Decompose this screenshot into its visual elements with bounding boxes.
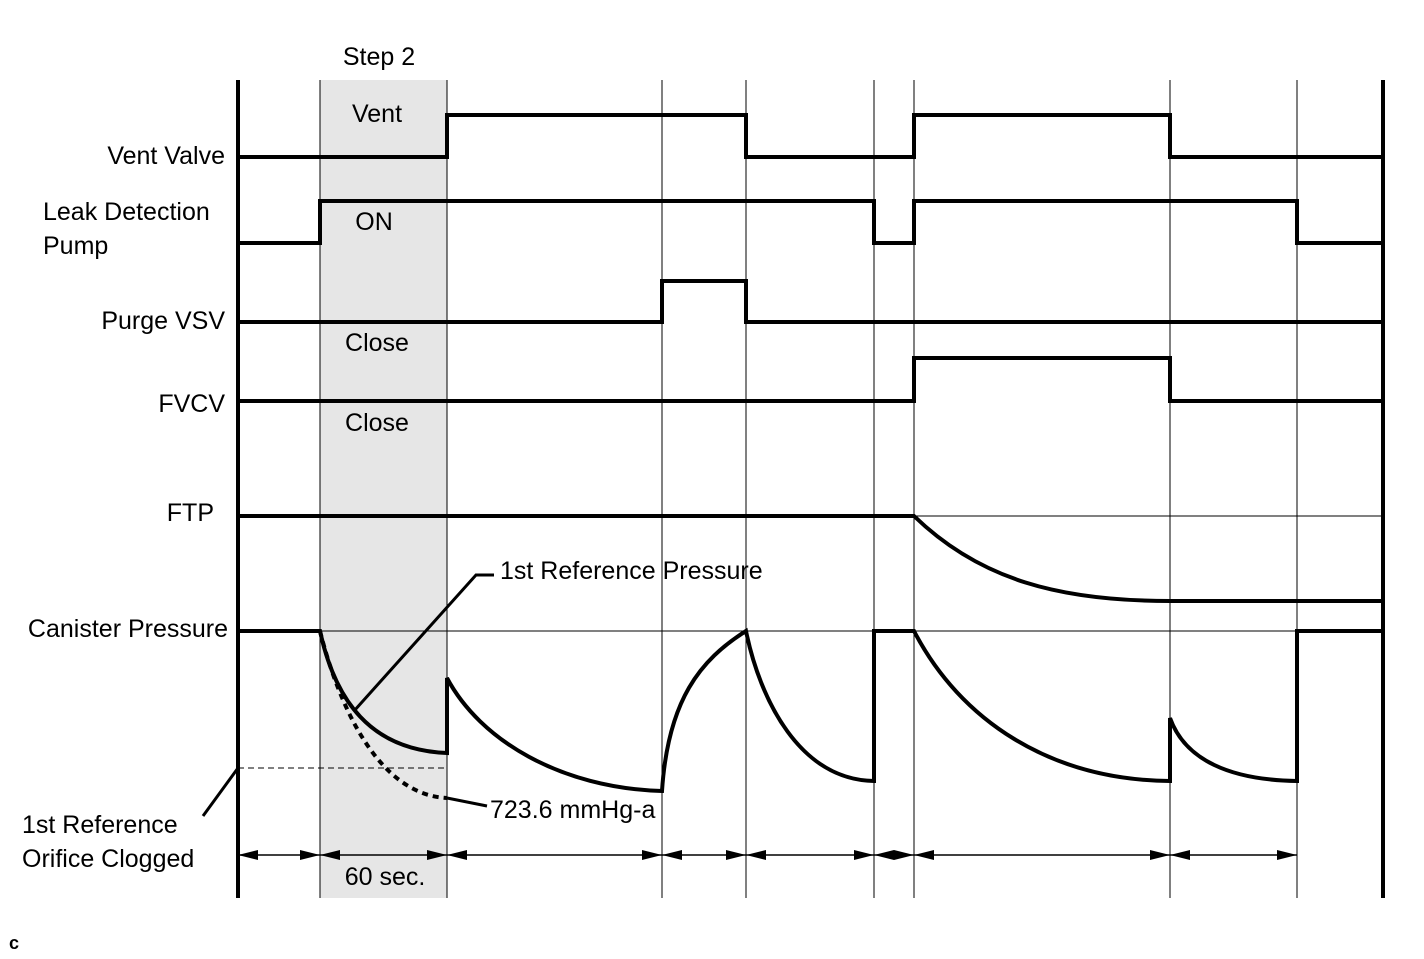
pressure-value-leader xyxy=(446,796,488,808)
leak-detection-pump-label-line1: Leak Detection xyxy=(43,198,210,226)
leak-detection-pump-label-line2: Pump xyxy=(43,232,108,260)
duration-label: 60 sec. xyxy=(345,863,426,891)
corner-mark: c xyxy=(9,933,19,953)
fvcv-trace xyxy=(238,356,1383,403)
ftp-trace xyxy=(238,514,1383,603)
orifice-clogged-label-line2: Orifice Clogged xyxy=(22,845,194,873)
ftp-label: FTP xyxy=(167,499,214,527)
orifice-clogged-label-line1: 1st Reference xyxy=(22,811,178,839)
step2-shaded-region xyxy=(320,80,447,898)
canister-pressure-trace xyxy=(238,627,1383,794)
reference-pressure-callout: 1st Reference Pressure xyxy=(500,557,763,585)
orifice-clogged-leader xyxy=(201,767,240,817)
pressure-value-callout: 723.6 mmHg-a xyxy=(490,796,655,824)
on-state-label: ON xyxy=(355,208,393,236)
canister-pressure-label: Canister Pressure xyxy=(28,615,228,643)
vent-valve-label: Vent Valve xyxy=(107,142,225,170)
fvcv-close-state-label: Close xyxy=(345,409,409,437)
fvcv-label: FVCV xyxy=(158,390,225,418)
orifice-clogged-trace xyxy=(318,630,448,800)
vent-valve-trace xyxy=(238,113,1383,159)
step-label: Step 2 xyxy=(343,43,415,71)
duration-arrowheads xyxy=(238,850,1297,860)
reference-pressure-leader xyxy=(352,573,494,713)
vent-state-label: Vent xyxy=(352,100,402,128)
purge-close-state-label: Close xyxy=(345,329,409,357)
leak-detection-pump-trace xyxy=(238,199,1383,245)
purge-vsv-trace xyxy=(238,279,1383,324)
purge-vsv-label: Purge VSV xyxy=(101,307,225,335)
